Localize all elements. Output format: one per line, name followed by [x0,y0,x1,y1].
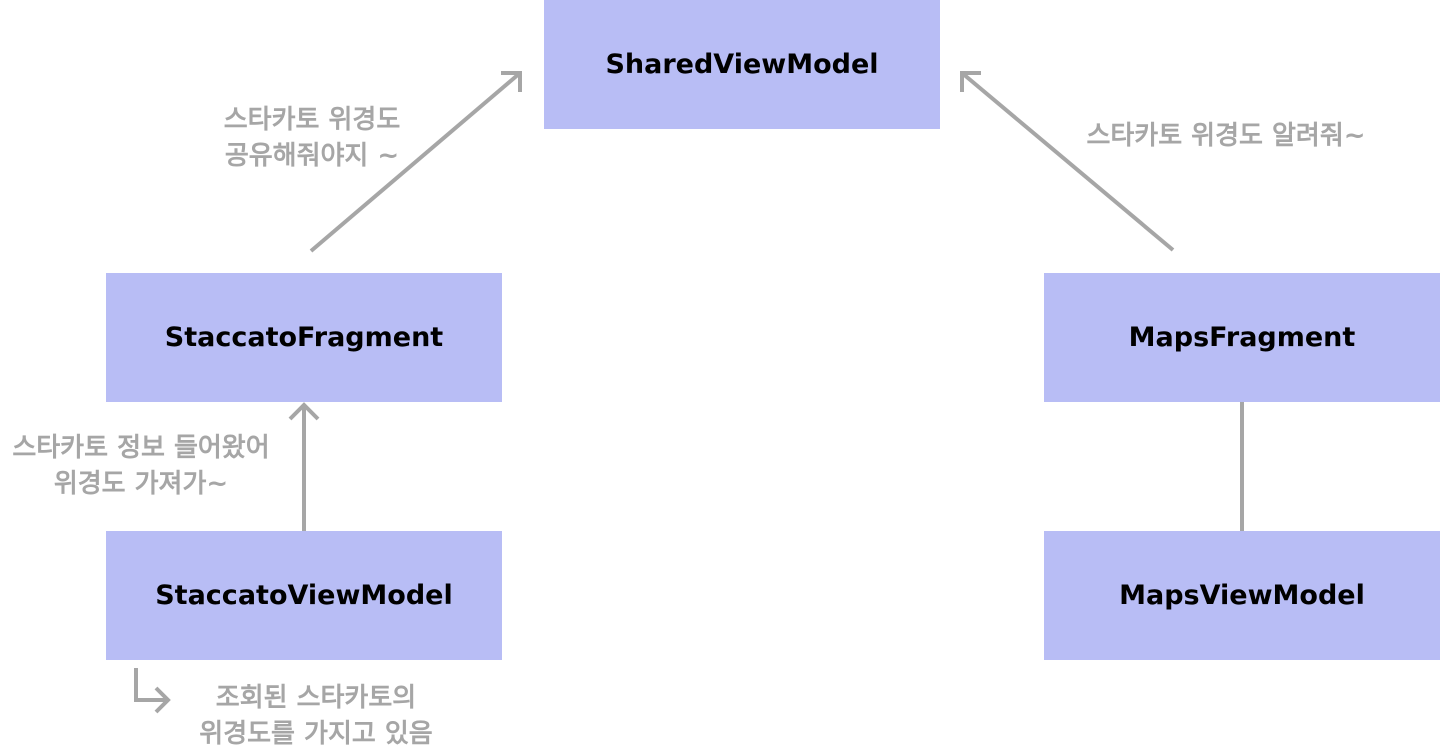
shared-viewmodel-label: SharedViewModel [605,49,879,80]
staccato-fragment-box: StaccatoFragment [106,273,502,402]
edge-label-maps-to-shared: 스타카토 위경도 알려줘~ [1066,118,1386,154]
note-label-staccato-vm: 조회된 스타카토의 위경도를 가지고 있음 [176,680,456,752]
edge-label-line: 스타카토 정보 들어왔어 [12,433,270,463]
arrowhead-vm-note [154,686,171,714]
maps-fragment-label: MapsFragment [1128,322,1356,353]
maps-viewmodel-label: MapsViewModel [1119,580,1365,611]
arrowhead-vm-to-fragment [288,402,320,421]
arrow-maps-to-shared [960,71,1175,252]
edge-label-line: 위경도 가져가~ [53,469,229,499]
staccato-viewmodel-box: StaccatoViewModel [106,531,502,660]
staccato-viewmodel-label: StaccatoViewModel [155,580,453,611]
maps-viewmodel-box: MapsViewModel [1044,531,1440,660]
edge-label-staccato-to-shared: 스타카토 위경도 공유해줘야지 ~ [202,102,422,174]
arrowhead-fragment-to-shared [501,71,522,92]
edge-label-vm-to-fragment: 스타카토 정보 들어왔어 위경도 가져가~ [0,430,282,502]
maps-fragment-box: MapsFragment [1044,273,1440,402]
arrow-fragment-to-shared [309,71,522,253]
arrow-vm-note [134,668,168,702]
arrowhead-maps-to-shared [960,71,981,92]
edge-label-line: 스타카토 위경도 알려줘~ [1086,121,1366,151]
edge-label-line: 스타카토 위경도 [223,105,401,135]
shared-viewmodel-box: SharedViewModel [544,0,940,129]
staccato-fragment-label: StaccatoFragment [164,322,444,353]
note-label-line: 조회된 스타카토의 [215,683,417,713]
note-label-line: 위경도를 가지고 있음 [199,719,433,749]
edge-label-line: 공유해줘야지 ~ [224,141,400,171]
